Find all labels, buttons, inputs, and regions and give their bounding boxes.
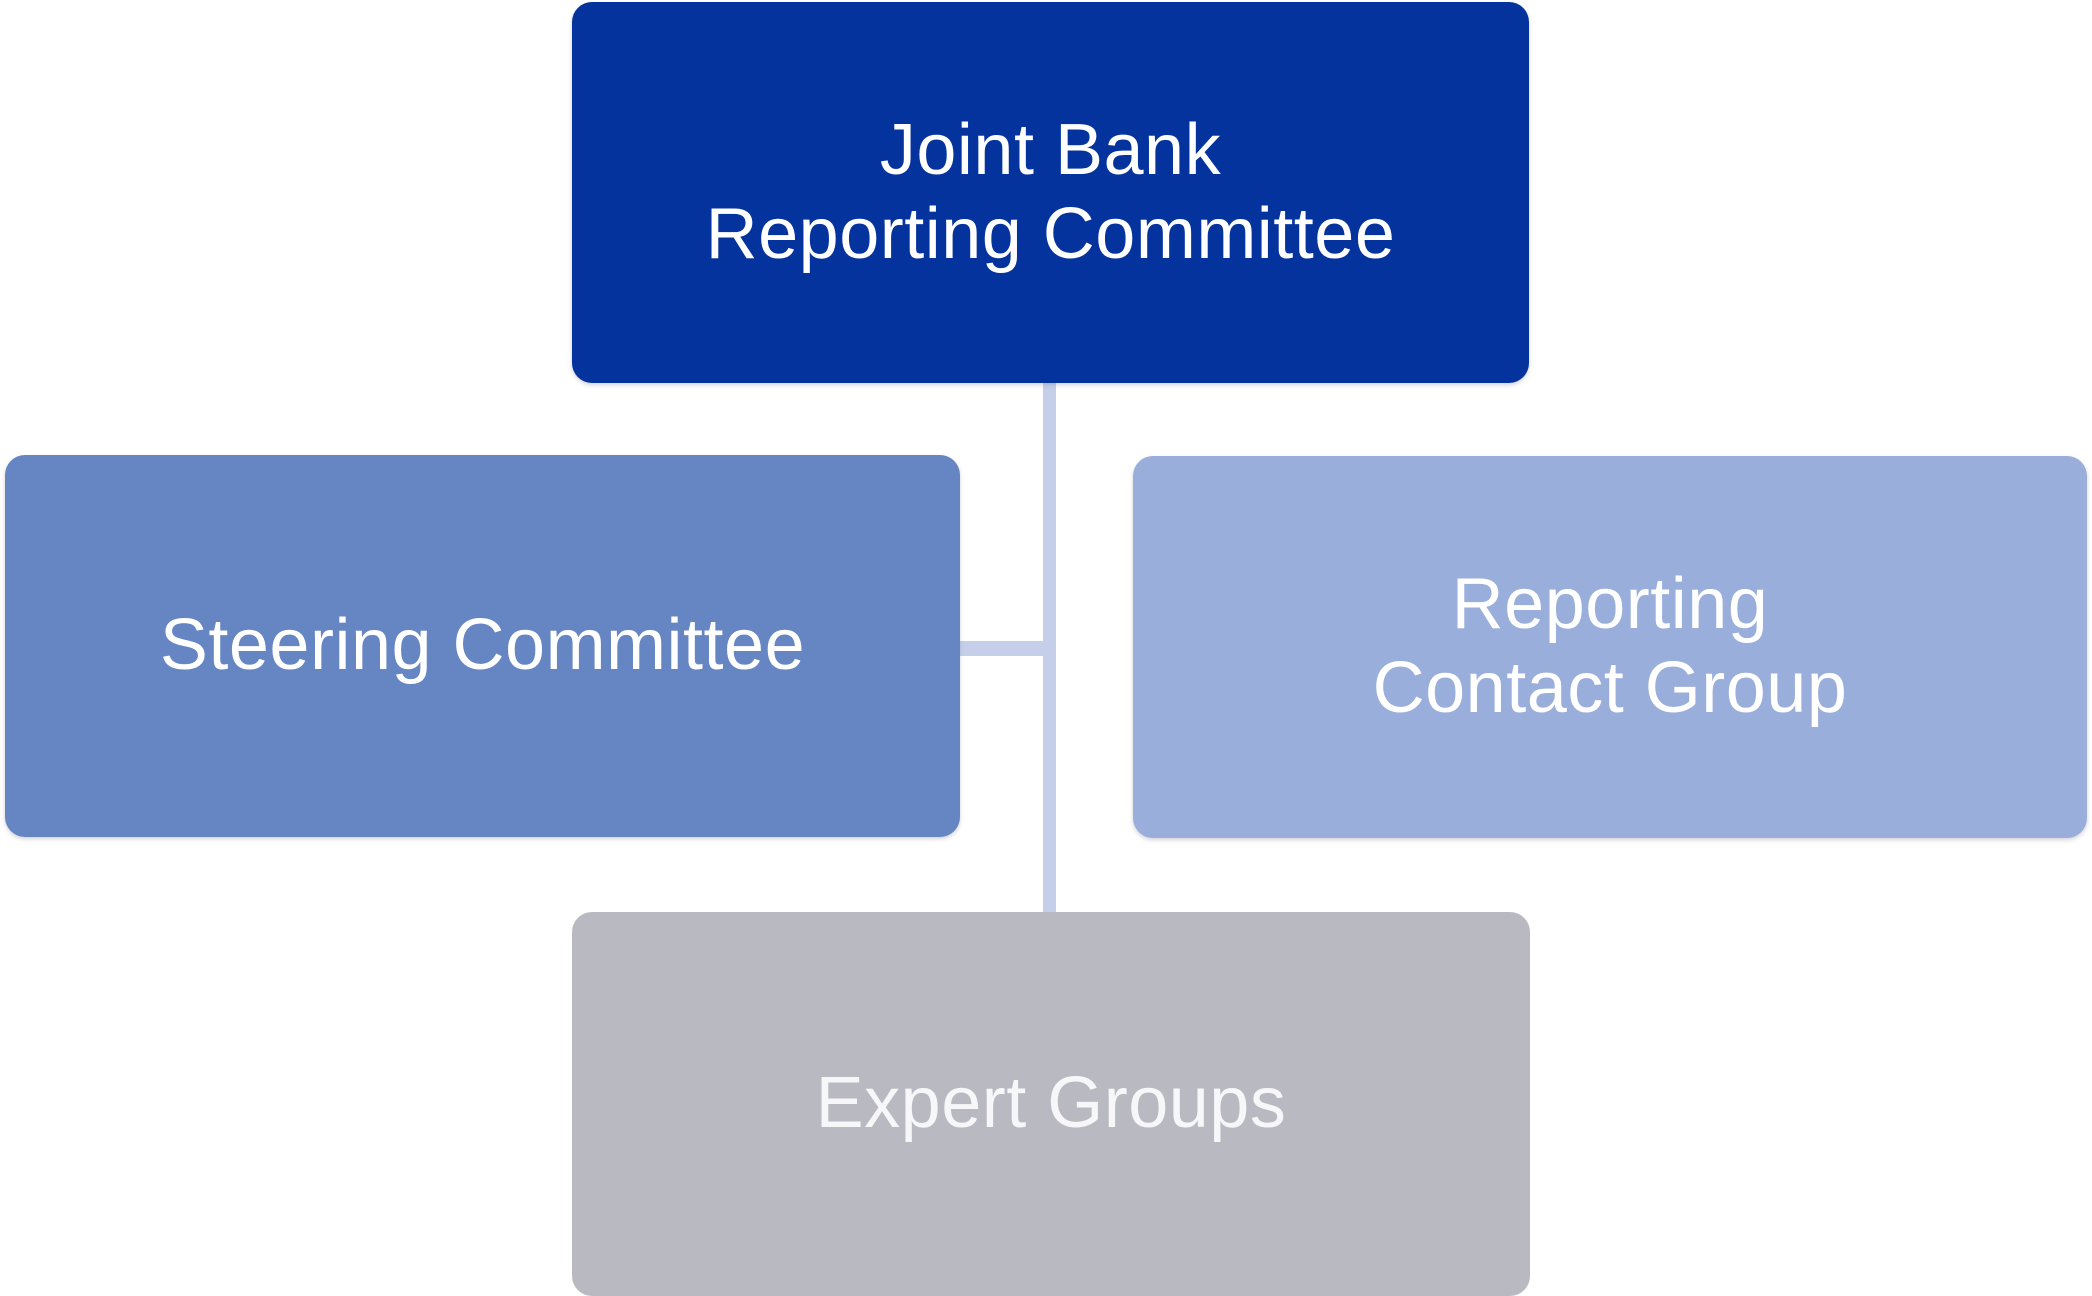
node-label-joint-bank-reporting-committee: Joint Bank Reporting Committee [705, 109, 1396, 274]
steering-connector-line [958, 641, 1050, 656]
node-label-reporting-contact-group: Reporting Contact Group [1372, 564, 1848, 728]
node-steering-committee: Steering Committee [5, 455, 960, 837]
node-expert-groups: Expert Groups [572, 912, 1530, 1296]
node-label-steering-committee: Steering Committee [159, 605, 806, 686]
node-label-expert-groups: Expert Groups [815, 1063, 1287, 1144]
node-joint-bank-reporting-committee: Joint Bank Reporting Committee [572, 2, 1529, 383]
node-reporting-contact-group: Reporting Contact Group [1133, 456, 2087, 838]
